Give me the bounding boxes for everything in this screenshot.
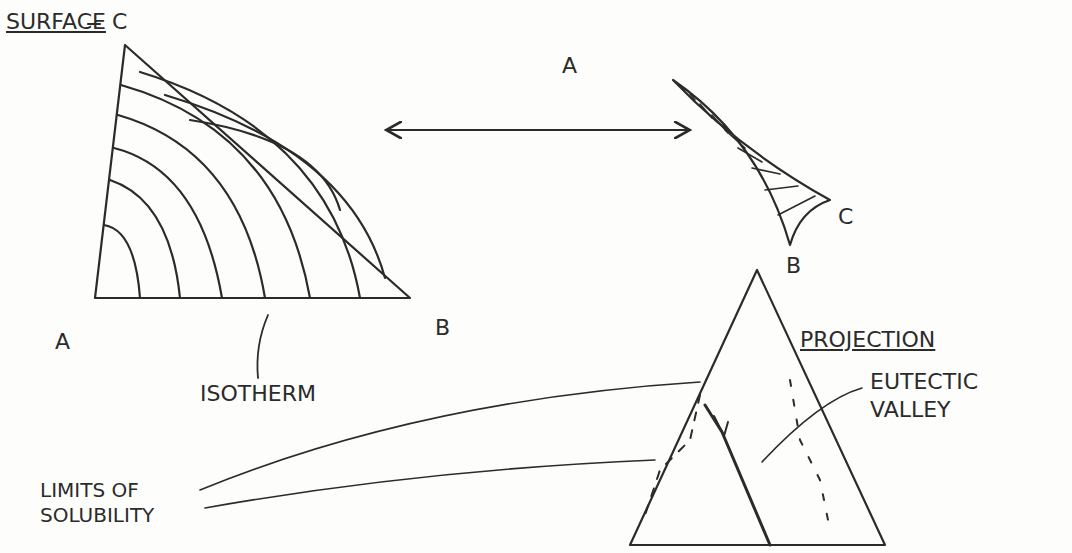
valley-arrow: [714, 416, 728, 436]
vertex-label: A: [562, 52, 577, 80]
curve-label: ISOTHERM: [200, 380, 316, 408]
leader-line: [205, 460, 655, 508]
isotherm: [104, 225, 140, 298]
heading: SURFACE: [6, 8, 106, 36]
leader-line: [257, 315, 268, 378]
isotherm: [121, 85, 310, 298]
projection-triangle: [630, 270, 885, 545]
callout-label: EUTECTIC VALLEY: [870, 368, 1010, 423]
vertex-label: C: [112, 8, 127, 36]
ternary-triangle: [95, 45, 410, 298]
isotherm: [190, 120, 340, 210]
isotherm: [110, 180, 180, 298]
vertex-label: B: [435, 314, 450, 342]
isotherm: [114, 148, 222, 298]
double-arrow: [388, 129, 688, 131]
solubility-limit: [645, 395, 700, 515]
callout-label: LIMITS OF SOLUBILITY: [40, 478, 200, 528]
isotherm: [140, 72, 360, 298]
liquidus-surface: [673, 80, 830, 245]
eutectic-valley: [705, 405, 770, 545]
heading: PROJECTION: [800, 326, 935, 354]
isotherm: [118, 115, 265, 298]
vertex-label: C: [838, 203, 853, 231]
isotherm: [165, 95, 385, 278]
vertex-label: A: [55, 328, 70, 356]
vertex-label: B: [786, 252, 801, 280]
solubility-limit: [790, 380, 830, 530]
leader-line: [762, 388, 862, 462]
